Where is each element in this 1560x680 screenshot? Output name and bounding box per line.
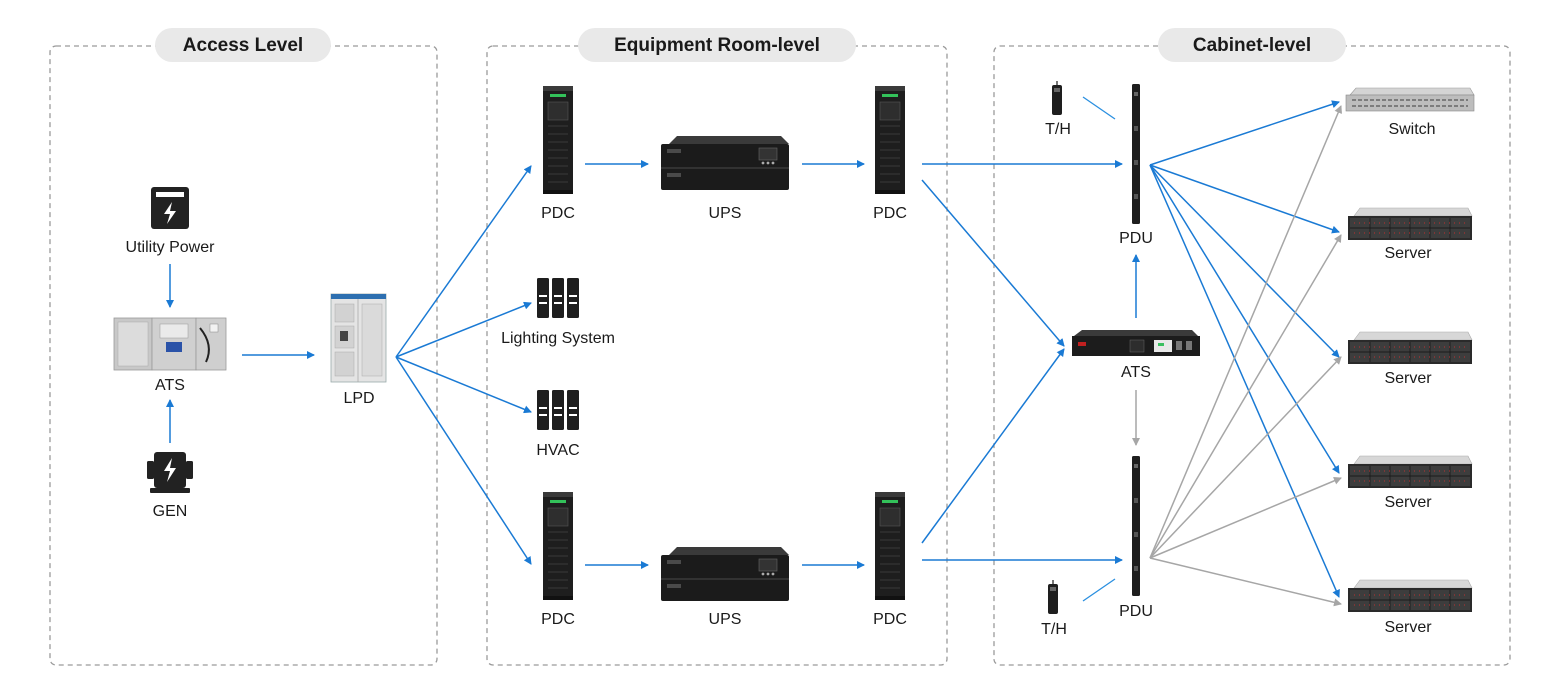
link-lpd-to-lighting [395, 301, 532, 358]
link-lpd-to-pdc-top [395, 165, 532, 358]
label-server-4: Server [1384, 619, 1432, 636]
utility-power-icon [151, 187, 189, 229]
link-pdu-top-to-server-3 [1149, 164, 1340, 474]
node-server-3: Server [1347, 455, 1473, 511]
section-access: Access Level [49, 28, 438, 666]
label-server-3: Server [1384, 494, 1432, 511]
pdc-cabinet-icon [542, 85, 574, 195]
link-pdc-bottom-to-ats [921, 348, 1065, 544]
link-pdu-bottom-to-server-1 [1149, 234, 1342, 559]
link-pdu-top-to-server-4 [1149, 164, 1340, 598]
pdu-strip-icon [1132, 456, 1140, 596]
server-icon [1347, 207, 1473, 241]
label-lpd: LPD [343, 390, 374, 407]
label-ups-top: UPS [709, 205, 742, 222]
label-pdc-bottom-right: PDC [873, 611, 907, 628]
node-th-top: T/H [1045, 81, 1071, 138]
link-pdu-bottom-to-server-3 [1149, 477, 1342, 559]
label-th-bottom: T/H [1041, 621, 1067, 638]
node-pdc-top-left: PDC [541, 85, 575, 222]
label-pdc-top-left: PDC [541, 205, 575, 222]
link-pdu-bottom-to-server-2 [1149, 356, 1342, 559]
node-gen: GEN [147, 452, 193, 520]
section-title-access: Access Level [183, 35, 303, 56]
node-pdc-bottom-left: PDC [541, 491, 575, 628]
server-icon [1347, 455, 1473, 489]
link-pdu-bottom-to-server-4 [1149, 557, 1342, 607]
link-lpd-to-hvac [395, 356, 532, 414]
link-th-bottom [1082, 578, 1116, 602]
label-th-top: T/H [1045, 121, 1071, 138]
node-lpd: LPD [330, 293, 387, 407]
pdc-cabinet-icon [874, 85, 906, 195]
section-title-cabinet: Cabinet-level [1193, 35, 1311, 56]
network-switch-icon [1345, 87, 1475, 112]
label-pdu-bottom: PDU [1119, 603, 1153, 620]
label-server-2: Server [1384, 370, 1432, 387]
link-lpd-to-pdc-bottom [395, 356, 532, 565]
section-cabinet: Cabinet-level [993, 28, 1511, 666]
link-pdu-top-to-server-1 [1149, 164, 1340, 234]
ups-icon [660, 135, 790, 191]
ats-panel-icon [113, 317, 227, 371]
rack-icon [537, 390, 579, 430]
node-pdu-bottom: PDU [1119, 456, 1153, 620]
section-equipment-room: Equipment Room-level [486, 28, 948, 666]
th-sensor-icon [1048, 580, 1058, 614]
link-pdc-top-to-ats [921, 179, 1065, 347]
label-hvac: HVAC [536, 442, 579, 459]
node-server-1: Server [1347, 207, 1473, 262]
node-ats-cabinet: ATS [1072, 330, 1200, 381]
th-sensor-icon [1052, 81, 1062, 115]
link-th-top [1082, 96, 1116, 120]
label-pdu-top: PDU [1119, 230, 1153, 247]
label-pdc-top-right: PDC [873, 205, 907, 222]
node-hvac: HVAC [536, 390, 580, 459]
node-server-2: Server [1347, 331, 1473, 387]
ats-switch-icon [1072, 330, 1200, 356]
link-pdu-bottom-to-switch [1149, 105, 1342, 559]
link-pdu-top-to-server-2 [1149, 164, 1340, 358]
lpd-cabinet-icon [330, 293, 387, 383]
node-ups-top: UPS [660, 135, 790, 222]
node-ats-access: ATS [113, 317, 227, 394]
node-pdc-top-right: PDC [873, 85, 907, 222]
server-icon [1347, 331, 1473, 365]
label-pdc-bottom-left: PDC [541, 611, 575, 628]
node-th-bottom: T/H [1041, 580, 1067, 638]
node-pdc-bottom-right: PDC [873, 491, 907, 628]
pdu-strip-icon [1132, 84, 1140, 224]
label-switch: Switch [1388, 121, 1435, 138]
pdc-cabinet-icon [542, 491, 574, 601]
node-server-4: Server [1347, 579, 1473, 636]
label-utility-power: Utility Power [126, 239, 216, 256]
node-switch: Switch [1345, 87, 1475, 138]
server-icon [1347, 579, 1473, 613]
rack-icon [537, 278, 579, 318]
connectors [166, 96, 1342, 607]
generator-icon [147, 452, 193, 493]
pdc-cabinet-icon [874, 491, 906, 601]
label-gen: GEN [153, 503, 188, 520]
node-ups-bottom: UPS [660, 546, 790, 628]
node-pdu-top: PDU [1119, 84, 1153, 247]
label-ats-cabinet: ATS [1121, 364, 1151, 381]
link-pdu-top-to-switch [1149, 100, 1340, 166]
node-utility-power: Utility Power [126, 187, 216, 256]
label-server-1: Server [1384, 245, 1432, 262]
node-lighting-system: Lighting System [501, 278, 615, 347]
label-lighting: Lighting System [501, 330, 615, 347]
label-ups-bottom: UPS [709, 611, 742, 628]
section-title-equipment-room: Equipment Room-level [614, 35, 820, 56]
ups-icon [660, 546, 790, 602]
label-ats-access: ATS [155, 377, 185, 394]
